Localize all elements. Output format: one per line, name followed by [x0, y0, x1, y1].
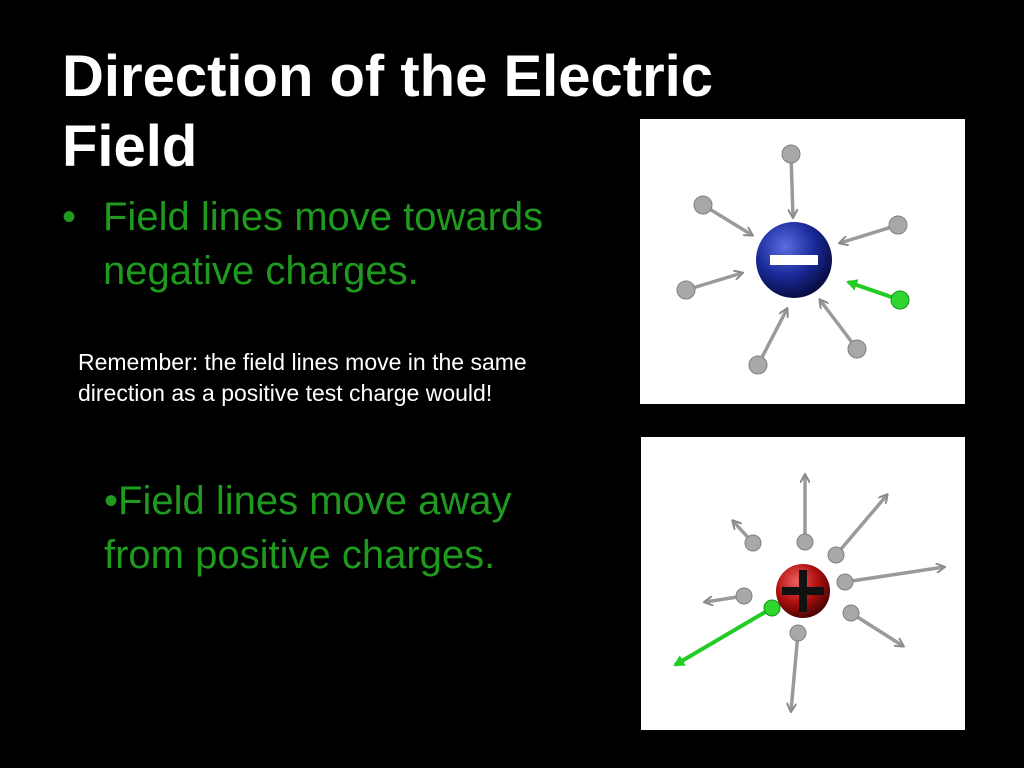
plus-icon	[782, 570, 824, 612]
bullet-marker: •	[104, 479, 119, 523]
test-charge-arrow	[846, 279, 910, 310]
field-arrow	[827, 495, 887, 564]
field-arrow	[693, 195, 752, 235]
bullet-positive-charges: •Field lines move away from positive cha…	[104, 474, 524, 582]
field-arrow	[840, 215, 908, 243]
field-arrow	[733, 521, 762, 552]
field-arrow	[748, 309, 787, 375]
positive-charge	[776, 564, 830, 618]
negative-charge	[756, 222, 832, 298]
bullet-marker: •	[62, 195, 77, 239]
positive-field-svg	[673, 437, 965, 730]
inward-arrows	[676, 144, 910, 375]
field-arrow	[820, 300, 867, 359]
reminder-note: Remember: the field lines move in the sa…	[78, 349, 527, 406]
negative-charge-diagram	[640, 119, 965, 404]
field-arrow	[790, 624, 807, 711]
positive-charge-diagram	[641, 437, 965, 730]
field-arrow	[781, 144, 801, 217]
field-arrow	[842, 604, 903, 646]
negative-field-svg	[676, 144, 910, 375]
minus-icon	[770, 255, 818, 265]
field-arrow	[705, 587, 753, 604]
field-arrow	[796, 475, 814, 551]
slide-title: Direction of the Electric Field	[62, 44, 714, 179]
bullet-negative-text: Field lines move towards negative charge…	[103, 195, 544, 293]
field-arrow	[676, 273, 742, 300]
bullet-positive-text: Field lines move away from positive char…	[104, 479, 512, 577]
outward-arrows	[673, 475, 944, 711]
test-charge-arrow	[673, 599, 781, 667]
field-arrow	[836, 567, 944, 591]
bullet-negative-charges: • Field lines move towards negative char…	[62, 190, 622, 298]
